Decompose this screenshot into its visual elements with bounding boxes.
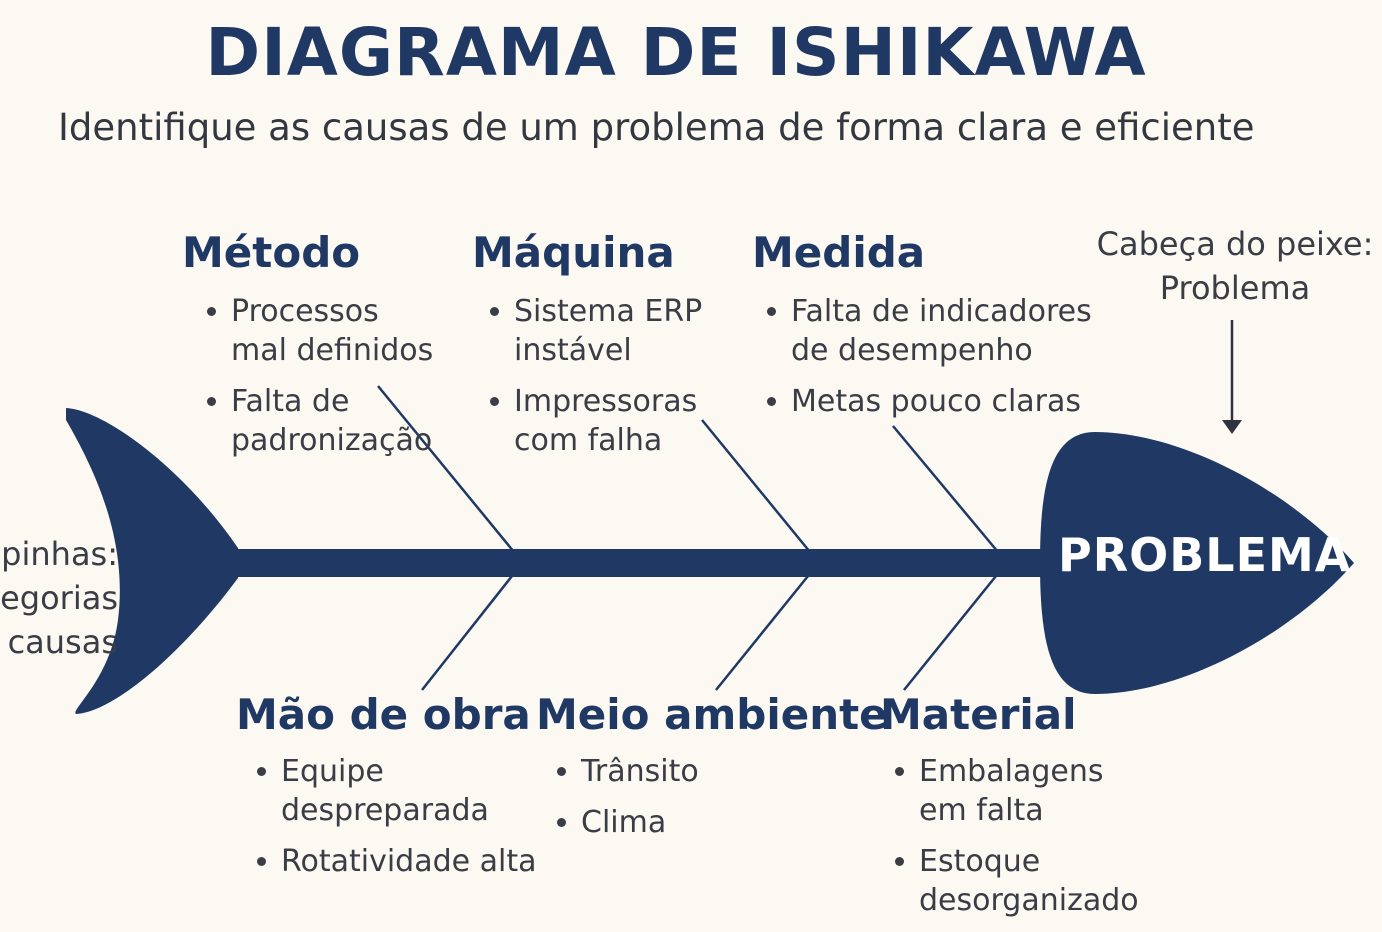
head-annotation: Cabeça do peixe: Problema: [1096, 225, 1374, 307]
head-arrow-tip: [1222, 420, 1242, 434]
cause-item: Sistema ERP instável: [488, 292, 702, 370]
cause-list-maquina: Sistema ERP instável Impressoras com fal…: [488, 292, 702, 472]
fish-tail: [66, 408, 238, 714]
category-title-meio-ambiente: Meio ambiente: [536, 690, 888, 739]
cause-item: Embalagens em falta: [893, 752, 1139, 830]
cause-list-metodo: Processos mal definidos Falta de padroni…: [205, 292, 433, 472]
fish-head: [1040, 432, 1354, 694]
page-subtitle: Identifique as causas de um problema de …: [58, 106, 1255, 149]
cause-list-material: Embalagens em falta Estoque desorganizad…: [893, 752, 1139, 932]
cause-item: Trânsito: [555, 752, 699, 791]
bone-mao-de-obra: [421, 575, 513, 691]
category-title-mao-de-obra: Mão de obra: [236, 690, 531, 739]
cause-item: Estoque desorganizado: [893, 842, 1139, 920]
spine-annotation-text: pinhas: egorias causas: [0, 535, 118, 661]
fish-spine: [228, 549, 1078, 577]
cause-item: Metas pouco claras: [765, 382, 1092, 421]
category-title-medida: Medida: [752, 228, 926, 277]
cause-list-medida: Falta de indicadores de desempenho Metas…: [765, 292, 1092, 433]
cause-item: Clima: [555, 803, 699, 842]
category-title-metodo: Método: [182, 228, 361, 277]
bone-metodo: [377, 385, 515, 553]
page-title: DIAGRAMA DE ISHIKAWA: [205, 14, 1147, 91]
category-title-material: Material: [880, 690, 1077, 739]
cause-list-meio-ambiente: Trânsito Clima: [555, 752, 699, 854]
bone-meio-ambiente: [715, 575, 809, 691]
cause-item: Rotatividade alta: [255, 842, 537, 881]
bone-medida: [892, 425, 999, 553]
cause-item: Falta de indicadores de desempenho: [765, 292, 1092, 370]
cause-item: Equipe despreparada: [255, 752, 537, 830]
category-title-maquina: Máquina: [472, 228, 675, 277]
cause-item: Impressoras com falha: [488, 382, 702, 460]
cause-item: Processos mal definidos: [205, 292, 433, 370]
bone-maquina: [701, 419, 811, 553]
bone-material: [903, 575, 997, 691]
cause-list-mao-de-obra: Equipe despreparada Rotatividade alta: [255, 752, 537, 893]
problem-label: PROBLEMA: [1058, 528, 1352, 582]
cause-item: Falta de padronização: [205, 382, 433, 460]
spine-annotation: pinhas: egorias causas: [0, 532, 118, 672]
